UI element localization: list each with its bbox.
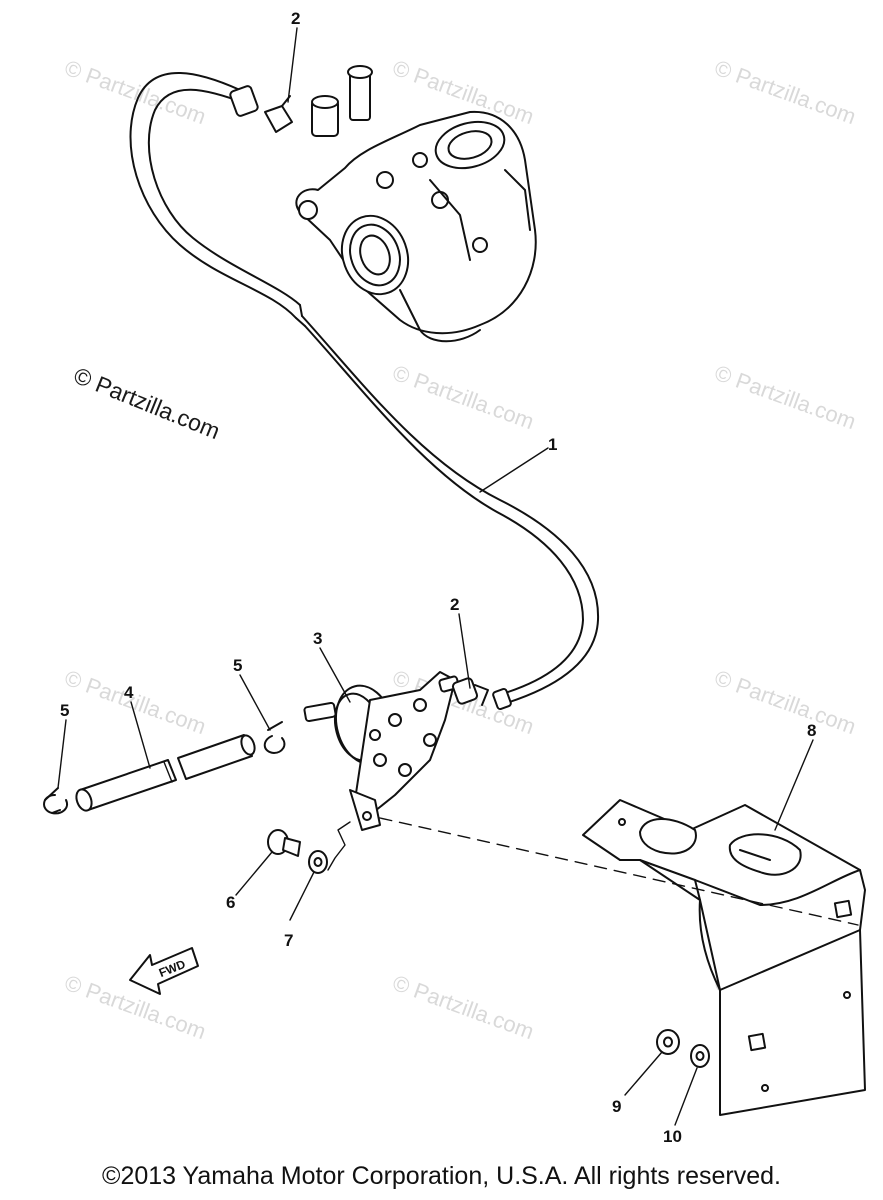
mounting-bolt [267, 829, 301, 857]
callout-pipe: 4 [124, 683, 134, 702]
leader-zigzag [327, 821, 351, 871]
callout-clip-right: 2 [450, 595, 459, 614]
callout-bracket: 8 [807, 721, 816, 740]
copyright-notice: ©2013 Yamaha Motor Corporation, U.S.A. A… [102, 1162, 781, 1190]
forward-arrow-icon: FWD [129, 947, 199, 995]
fuel-hose [129, 72, 600, 706]
callout-washer-right: 10 [663, 1127, 682, 1146]
pipe-clip-mid [263, 721, 286, 754]
fuel-pipe [75, 734, 256, 812]
nut [656, 1029, 680, 1055]
leader-lines [57, 27, 814, 1126]
callout-fuel-pump: 3 [313, 629, 322, 648]
callout-clip-left: 5 [60, 701, 69, 720]
fuel-pump-icon [303, 671, 460, 831]
pipe-clip-left [43, 787, 68, 815]
callout-hose: 1 [548, 435, 557, 454]
carburetor-icon [295, 65, 537, 343]
callout-clip-mid: 5 [233, 656, 242, 675]
washer-right [690, 1044, 710, 1068]
mounting-bracket [582, 799, 866, 1116]
callout-washer-left: 7 [284, 931, 293, 950]
bracket-mount-line [379, 817, 859, 926]
callout-bolt: 6 [226, 893, 235, 912]
callout-nut: 9 [612, 1097, 621, 1116]
washer-left [308, 850, 328, 874]
hose-clip-right [451, 677, 512, 711]
callout-clip-top: 2 [291, 9, 300, 28]
hose-clip-top [229, 85, 293, 133]
